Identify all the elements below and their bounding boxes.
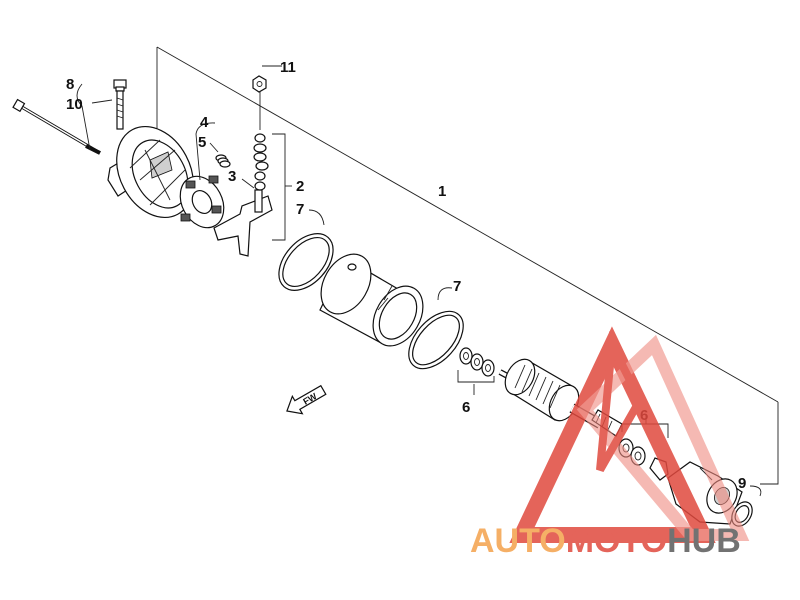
brush-spring-part xyxy=(215,154,231,168)
forward-direction-arrow: FW xyxy=(286,384,327,415)
callout-labels: 8 10 11 4 5 3 2 7 1 7 6 6 9 xyxy=(66,59,746,492)
callout-1: 1 xyxy=(438,183,446,200)
watermark-auto: AUTO xyxy=(470,522,566,560)
callout-7-left: 7 xyxy=(296,201,304,218)
through-bolt-part xyxy=(12,98,101,155)
motor-housing-part xyxy=(319,253,424,347)
callout-5: 5 xyxy=(198,134,206,151)
callout-9: 9 xyxy=(738,475,746,492)
o-ring-part-left xyxy=(278,233,334,291)
callout-11: 11 xyxy=(280,59,296,76)
callout-10: 10 xyxy=(66,96,83,113)
callout-8: 8 xyxy=(66,76,74,93)
watermark-moto: MOTO xyxy=(566,522,667,560)
callout-7-right: 7 xyxy=(453,278,461,295)
nut-part-11 xyxy=(252,75,267,93)
assembly-bracket-1 xyxy=(156,46,779,485)
callout-2: 2 xyxy=(296,178,304,195)
watermark-triangle-logo xyxy=(509,326,750,543)
callout-3: 3 xyxy=(228,168,236,185)
watermark-hub: HUB xyxy=(667,522,741,560)
automotohub-watermark: AUTOMOTOHUB xyxy=(470,326,750,560)
washer-set-part-6-left xyxy=(457,347,495,383)
watermark-text: AUTOMOTOHUB xyxy=(470,522,741,560)
bolt-part-10 xyxy=(113,79,127,130)
brush-plate-part xyxy=(179,175,225,229)
washer-stack-part-2 xyxy=(253,92,286,241)
o-ring-part-right xyxy=(408,310,464,370)
rear-end-cover-part xyxy=(107,125,194,219)
callout-4: 4 xyxy=(200,114,209,131)
leader-lines xyxy=(76,65,762,497)
callout-6-left: 6 xyxy=(462,399,470,416)
